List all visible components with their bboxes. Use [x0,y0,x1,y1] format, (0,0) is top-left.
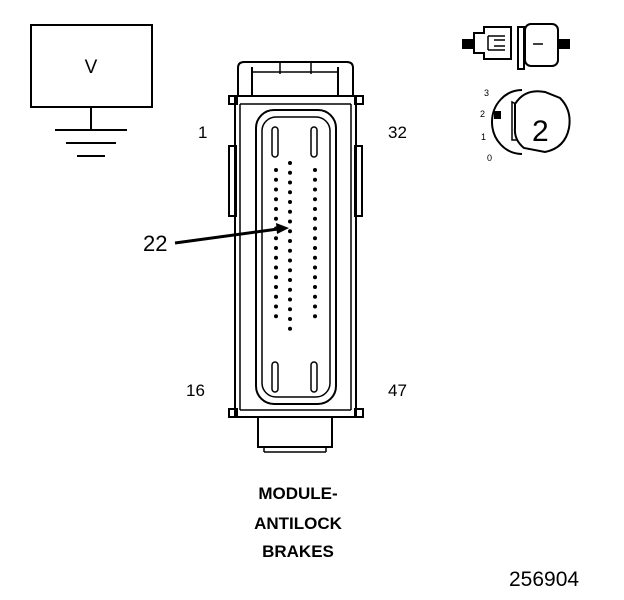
pin-hole [313,314,317,319]
pin-hole [288,258,292,263]
pin-hole [313,216,317,221]
scale-label-3: 3 [484,88,489,98]
pin-hole [313,177,317,182]
pin-hole [274,207,278,211]
pin-hole [274,246,278,250]
pin-label-47: 47 [388,381,407,400]
pin-hole [313,197,317,202]
pin-hole [288,317,292,321]
pin-label-16: 16 [186,381,205,400]
pin-hole [274,285,278,289]
pin-hole [288,248,292,253]
pin-hole [313,187,317,192]
module-title: MODULE- ANTILOCK BRAKES [254,484,343,561]
pin-label-1: 1 [198,123,207,142]
pin-hole [313,294,317,299]
voltmeter-box [30,24,153,108]
title-line-2: ANTILOCK [254,514,343,533]
pin-hole [313,246,317,250]
scale-label-1: 1 [481,132,486,142]
pin-hole [274,197,278,202]
pin-hole [288,180,292,185]
pin-hole [288,170,292,175]
pin-hole [313,304,317,309]
title-line-3: BRAKES [262,542,334,561]
pin-hole [288,190,292,195]
voltmeter-symbol: V [30,24,153,157]
pin-hole [274,216,278,221]
pin-hole [288,209,292,214]
probe-number: 2 [532,115,549,148]
pin-hole [274,314,278,319]
title-line-1: MODULE- [258,484,337,503]
pin-hole [288,297,292,302]
pin-hole [313,255,317,260]
pin-hole [288,326,292,331]
voltmeter-label: V [85,57,98,78]
pin-hole [288,307,292,312]
pin-hole [313,275,317,280]
selector-dial-icon: 2 3 2 1 0 [480,88,571,163]
callout-pin-number: 22 [143,231,167,256]
figure-id: 256904 [509,568,579,591]
pin-hole [274,255,278,260]
pin-hole [274,304,278,309]
connector-drawing [228,61,364,453]
pin-hole [288,229,292,234]
pin-hole [313,168,317,172]
pin-hole [288,219,292,224]
scale-label-2: 2 [480,109,485,119]
pin-hole [274,236,278,241]
pin-hole [288,200,292,204]
pin-hole [288,278,292,282]
pin-hole [288,287,292,292]
scale-label-0: 0 [487,153,492,163]
pin-hole [313,285,317,289]
ground-icon [55,129,127,157]
pin-hole [274,265,278,270]
pin-hole [274,168,278,172]
connector-pins [274,161,317,331]
probe-connector-icon [462,23,570,70]
pin-hole [274,187,278,192]
callout-arrow-icon [174,223,289,245]
pin-hole [274,177,278,182]
pin-hole [313,226,317,231]
pin-hole [274,294,278,299]
pin-hole [313,207,317,211]
pin-hole [288,161,292,165]
pin-hole [288,268,292,273]
pin-hole [288,239,292,243]
pin-label-32: 32 [388,123,407,142]
pin-hole [313,236,317,241]
pin-hole [274,275,278,280]
pin-hole [313,265,317,270]
